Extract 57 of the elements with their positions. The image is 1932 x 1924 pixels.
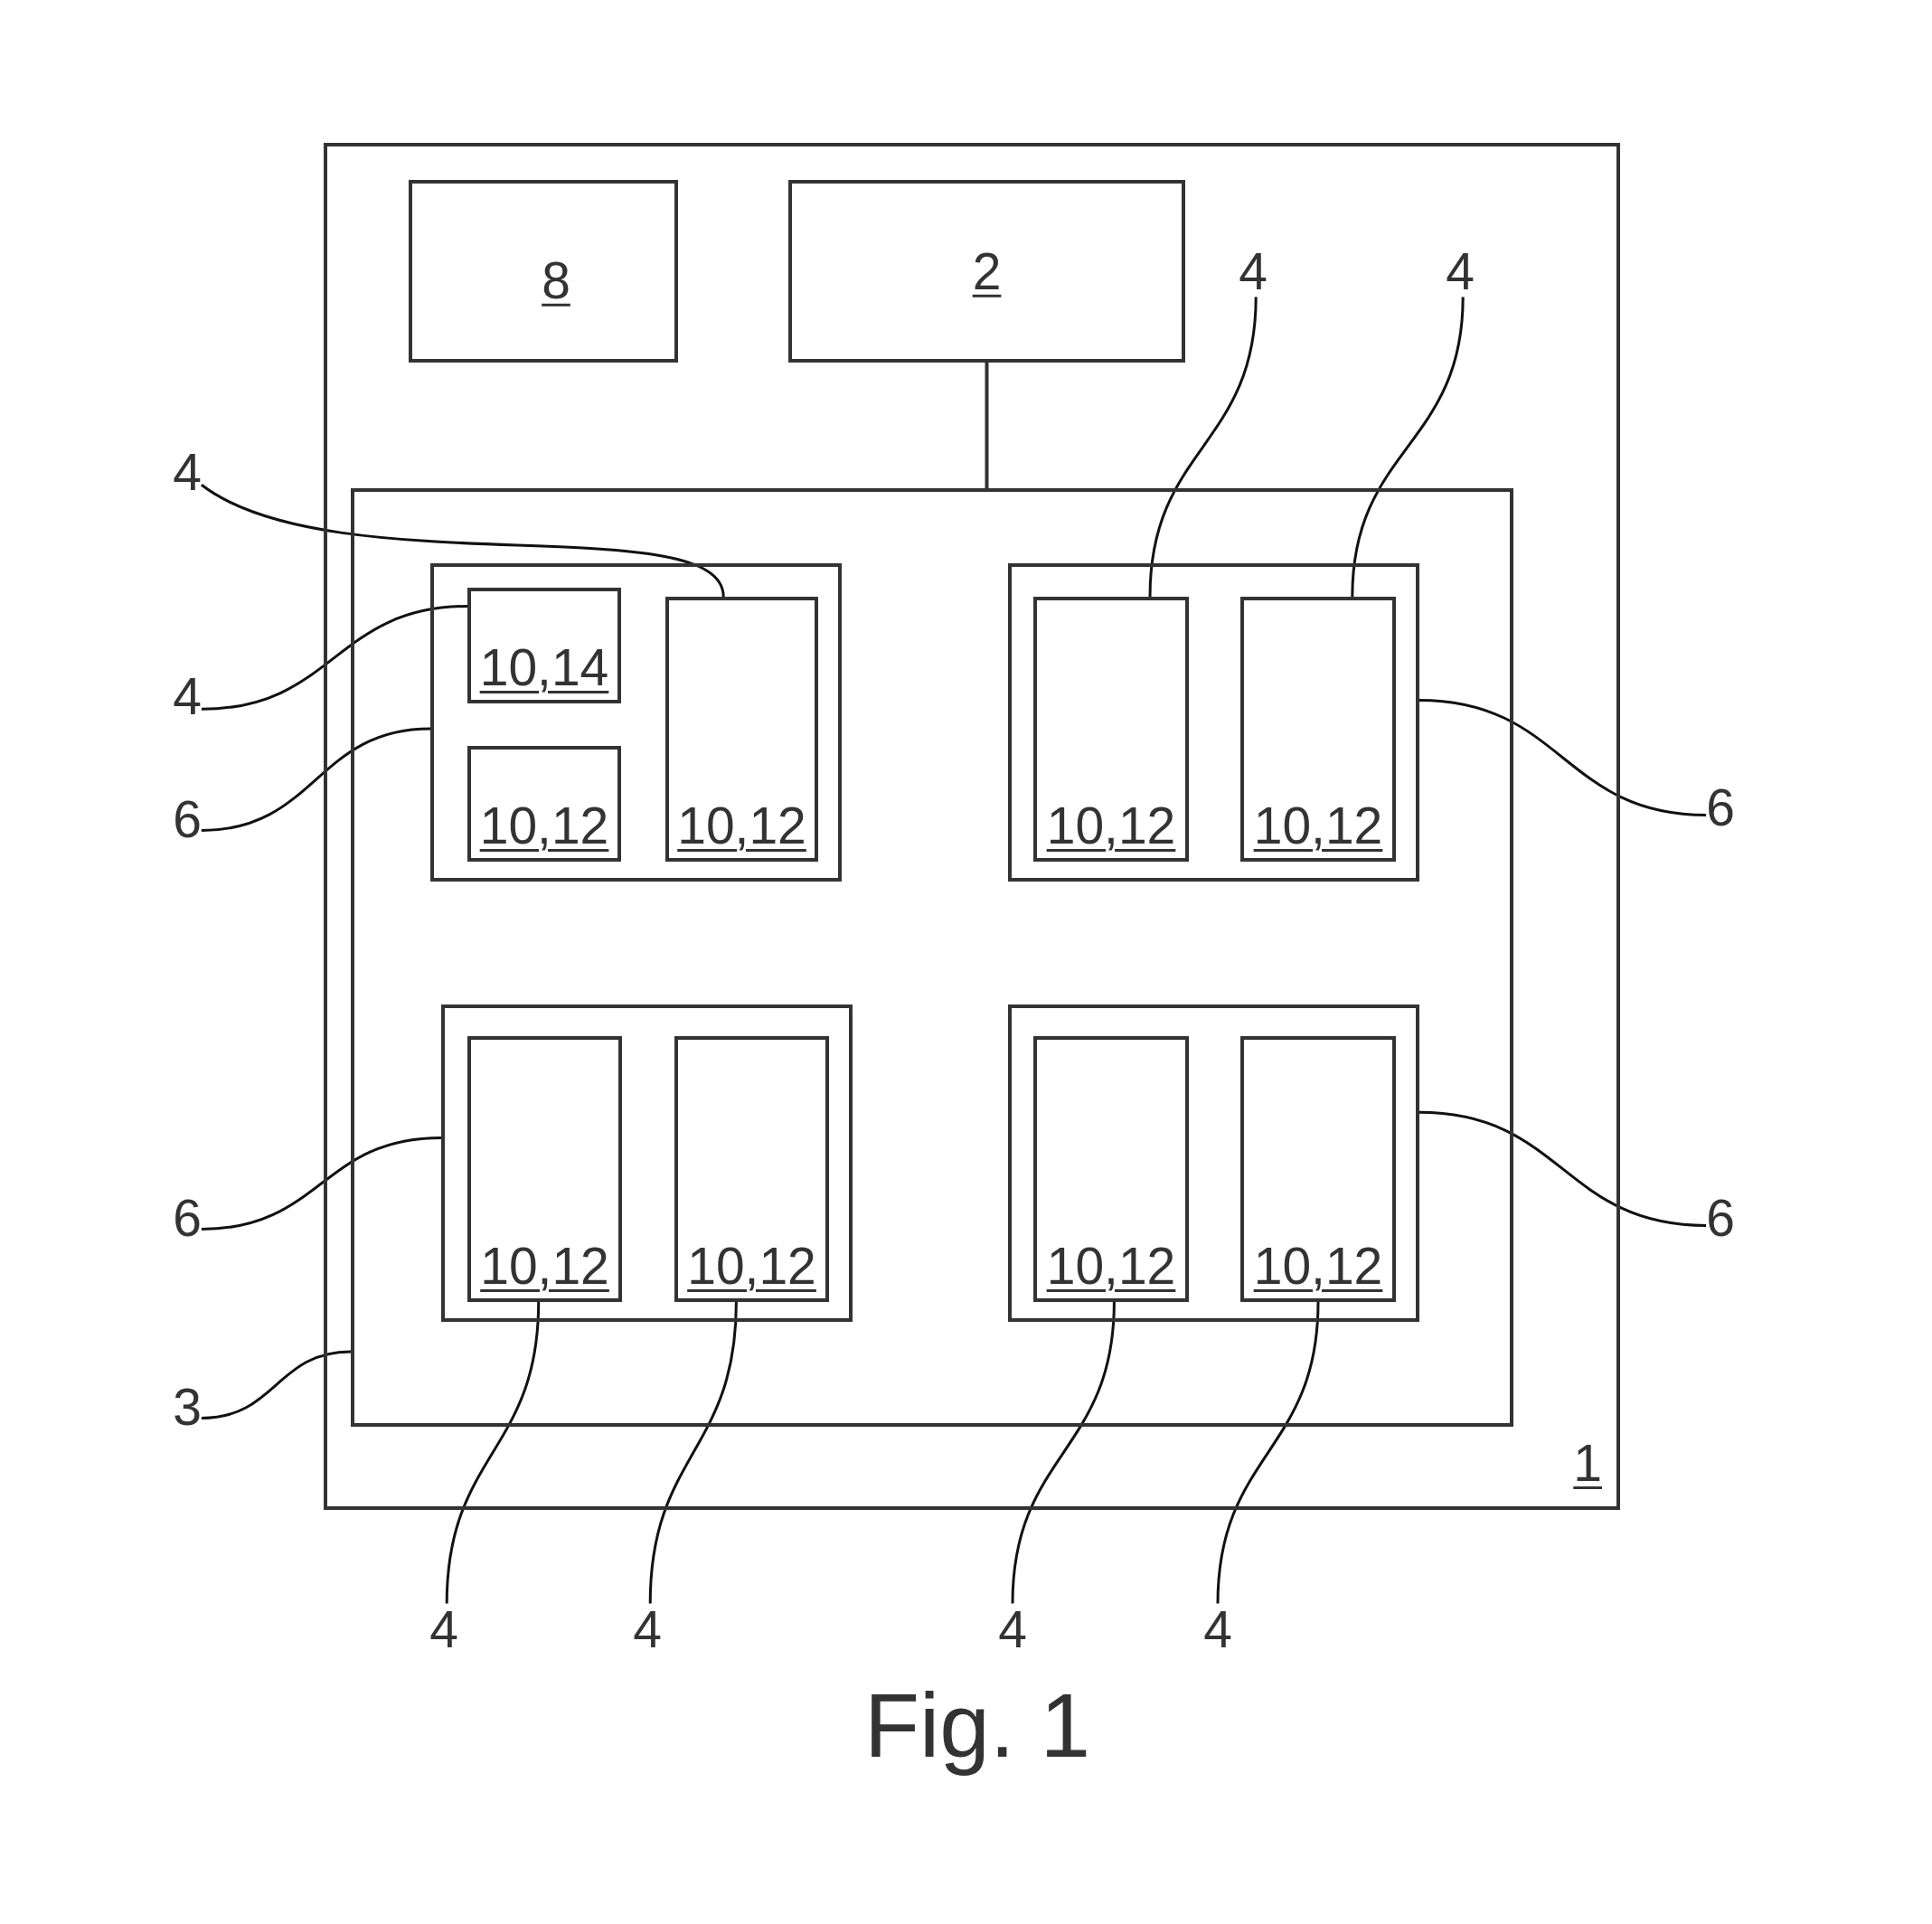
leader-line [1351,297,1465,598]
reference-numeral: 10,12 [1046,1235,1176,1297]
leader-line [201,484,725,598]
unit-box [467,746,621,862]
reference-numeral: 4 [429,1603,458,1655]
reference-numeral: 10,12 [677,795,806,856]
leader-line [201,1350,352,1419]
unit-box [665,597,818,862]
reference-numeral: 2 [972,240,1002,302]
reference-numeral: 4 [1446,245,1475,297]
group-frame [430,563,842,882]
leader-line [1418,1110,1707,1227]
unit-box [1033,1036,1189,1302]
reference-numeral: 4 [173,446,202,498]
outer-frame [324,143,1620,1510]
reference-numeral: 6 [173,1192,202,1244]
figure-caption: Fig. 1 [863,1675,1091,1775]
reference-numeral: 1 [1573,1432,1602,1494]
reference-numeral: 10,12 [1253,1235,1383,1297]
reference-numeral: 4 [998,1603,1027,1655]
leader-line [1011,1301,1116,1604]
group-frame [441,1004,853,1322]
unit-box [467,588,621,703]
reference-numeral: 6 [173,793,202,845]
reference-numeral: 8 [542,250,570,311]
reference-numeral: 10,14 [479,637,609,698]
reference-numeral: 10,12 [479,795,609,856]
leader-line [201,727,431,832]
connector-line [985,363,989,488]
group-frame [1008,563,1419,882]
leader-line [201,605,468,711]
reference-numeral: 4 [1203,1603,1232,1655]
unit-box [1240,597,1396,862]
unit-box [467,1036,622,1302]
leader-line [648,1301,738,1604]
leader-line [1216,1301,1320,1604]
unit-box [674,1036,829,1302]
reference-numeral: 10,12 [1046,795,1176,856]
reference-numeral: 6 [1706,1192,1735,1244]
reference-numeral: 4 [1239,245,1268,297]
reference-numeral: 3 [173,1381,202,1433]
reference-numeral: 10,12 [1253,795,1383,856]
reference-numeral: 4 [173,670,202,722]
unit-box [1240,1036,1396,1302]
block-box [409,180,678,363]
reference-numeral: 6 [1706,781,1735,834]
unit-box [1033,597,1189,862]
leader-line [1148,297,1258,598]
leader-line [201,1136,442,1231]
leader-line [445,1301,541,1604]
leader-line [1418,698,1707,816]
block-box [788,180,1185,363]
reference-numeral: 4 [633,1603,662,1655]
inner-frame [351,488,1513,1427]
reference-numeral: 10,12 [687,1235,816,1297]
reference-numeral: 10,12 [480,1235,609,1297]
group-frame [1008,1004,1419,1322]
